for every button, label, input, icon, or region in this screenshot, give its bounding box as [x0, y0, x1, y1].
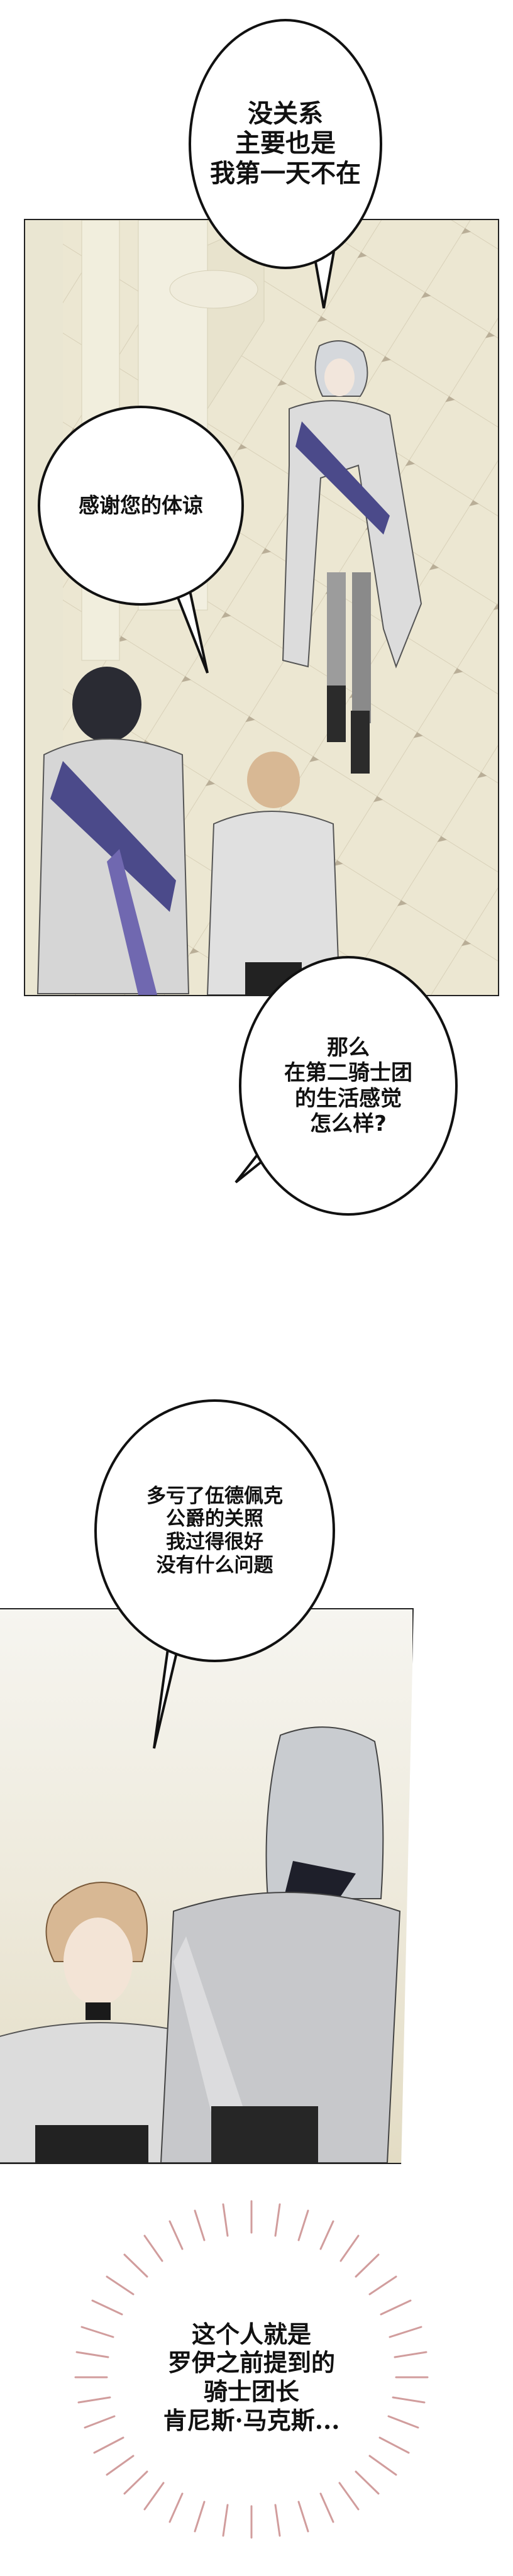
narration-text: 这个人就是 罗伊之前提到的 骑士团长 肯尼斯·马克斯... [163, 2319, 340, 2434]
burst-lines-graphic [69, 2195, 434, 2541]
speech-bubble-4-tail [153, 1645, 180, 1749]
blond-knight-closeup [0, 1882, 187, 2163]
dark-haired-knight-figure [36, 667, 190, 995]
speech-bubble-1-tail [312, 252, 335, 309]
speech-bubble-4: 多亏了伍德佩克 公爵的关照 我过得很好 没有什么问题 [94, 1399, 335, 1662]
speech-text-3: 那么 在第二骑士团 的生活感觉 怎么样? [284, 1035, 412, 1136]
speech-bubble-3: 那么 在第二骑士团 的生活感觉 怎么样? [239, 956, 458, 1216]
comic-panel-hall [24, 219, 499, 996]
narration-burst: 这个人就是 罗伊之前提到的 骑士团长 肯尼斯·马克斯... [69, 2189, 434, 2541]
speech-bubble-2: 感谢您的体谅 [38, 406, 244, 606]
knight-commander-figure [282, 340, 422, 774]
closeup-background-art [0, 1609, 412, 2163]
speech-bubble-1: 没关系 主要也是 我第一天不在 [189, 19, 382, 269]
speech-bubble-2-tail [172, 585, 209, 674]
speech-text-2: 感谢您的体谅 [79, 492, 203, 518]
hall-background-art [25, 220, 498, 995]
comic-panel-closeup [0, 1608, 414, 2164]
knight-commander-closeup [160, 1726, 401, 2163]
speech-text-4: 多亏了伍德佩克 公爵的关照 我过得很好 没有什么问题 [146, 1484, 283, 1577]
speech-text-1: 没关系 主要也是 我第一天不在 [210, 99, 361, 188]
